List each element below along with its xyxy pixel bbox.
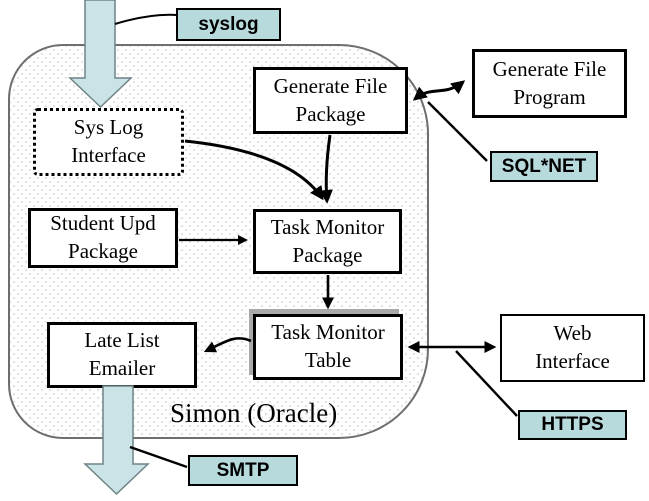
node-label: Generate File — [273, 73, 388, 98]
node-label: Interface — [71, 143, 146, 167]
node-label: Package — [292, 242, 363, 267]
node-generate-file-program: Generate File Program — [472, 49, 627, 118]
node-label: Task Monitor — [270, 214, 385, 239]
node-label: Task Monitor — [271, 320, 385, 345]
tag-smtp: SMTP — [188, 455, 298, 486]
tag-sqlnet: SQL*NET — [490, 151, 598, 182]
smtp-pointer-line — [129, 445, 188, 469]
node-label: Program — [513, 84, 586, 109]
node-label: Emailer — [88, 356, 156, 380]
arrow-genfilepkg-genfileprogram — [412, 80, 466, 101]
node-task-monitor-table: Task Monitor Table — [253, 314, 403, 380]
node-label: Student Upd — [50, 211, 156, 236]
node-task-monitor-package: Task Monitor Package — [253, 209, 402, 274]
node-generate-file-package: Generate File Package — [253, 67, 408, 134]
node-label: Interface — [535, 349, 610, 373]
node-label: Package — [295, 101, 366, 126]
node-label: Package — [68, 239, 138, 263]
node-late-list-emailer: Late List Emailer — [47, 322, 197, 388]
tag-syslog: syslog — [176, 8, 281, 41]
node-label: Web — [553, 321, 592, 346]
tag-https: HTTPS — [518, 410, 627, 440]
node-label: Generate File — [492, 56, 607, 81]
node-label: Table — [304, 348, 352, 372]
container-label: Simon (Oracle) — [170, 398, 338, 428]
node-web-interface: Web Interface — [500, 314, 645, 382]
node-sys-log-interface: Sys Log Interface — [33, 108, 184, 176]
syslog-pointer-line — [114, 13, 178, 25]
node-label: Sys Log — [73, 115, 144, 140]
node-student-upd-package: Student Upd Package — [28, 208, 178, 268]
node-label: Late List — [84, 328, 160, 353]
